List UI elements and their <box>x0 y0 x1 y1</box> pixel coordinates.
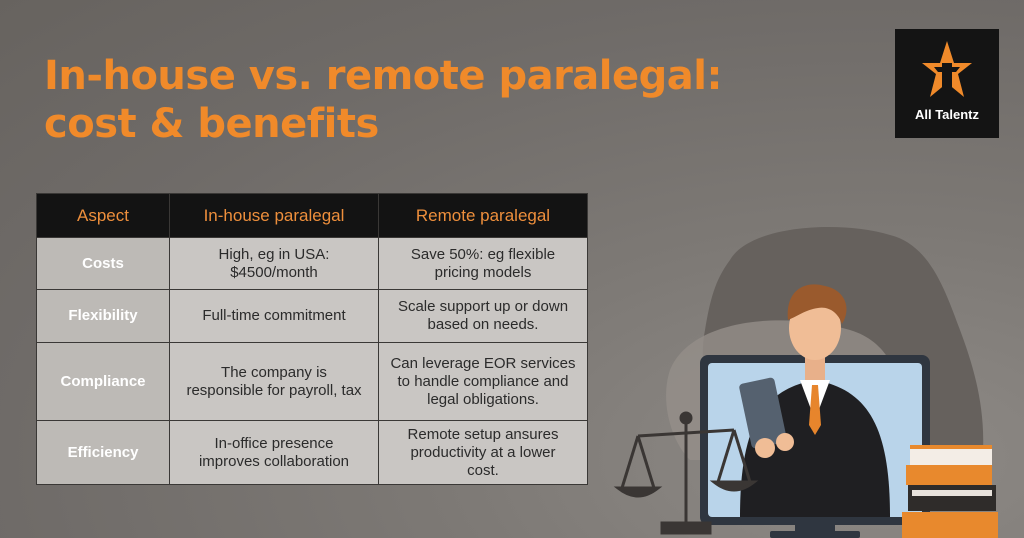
cell-line: pricing models <box>434 263 532 281</box>
cell-line: based on needs. <box>427 316 539 333</box>
title-line-2: cost & benefits <box>44 101 379 147</box>
table-row: Costs High, eg in USA: $4500/month Save … <box>36 237 588 290</box>
cell-line: to handle compliance and <box>397 372 569 390</box>
remote-cell: Remote setup ansures productivity at a l… <box>378 420 588 485</box>
aspect-cell: Efficiency <box>36 420 170 485</box>
cell-line: In-office presence <box>214 434 334 452</box>
logo-text: All Talentz <box>914 107 980 122</box>
cell-line: productivity at a lower <box>410 443 556 461</box>
cell-line: legal obligations. <box>427 390 539 408</box>
header-aspect: Aspect <box>36 193 170 238</box>
scales-of-justice-icon <box>613 411 759 535</box>
aspect-cell: Costs <box>36 237 170 290</box>
cell-line: Remote setup ansures <box>407 425 559 443</box>
title-line-1: In-house vs. remote paralegal: <box>44 53 722 99</box>
table-row: Compliance The company is responsible fo… <box>36 342 588 421</box>
remote-cell: Save 50%: eg flexible pricing models <box>378 237 588 290</box>
remote-cell: Scale support up or down based on needs. <box>378 289 588 343</box>
aspect-cell: Compliance <box>36 342 170 421</box>
cell-line: Save 50%: eg flexible <box>410 245 556 263</box>
inhouse-cell: High, eg in USA: $4500/month <box>169 237 379 290</box>
cell-line: Full-time commitment <box>202 307 346 324</box>
cell-line: High, eg in USA: <box>218 245 330 263</box>
table-header-row: Aspect In-house paralegal Remote paraleg… <box>36 193 588 238</box>
inhouse-cell: Full-time commitment <box>169 289 379 343</box>
lawyer-figure-icon <box>739 284 890 517</box>
lawyer-illustration <box>613 227 998 538</box>
cell-line: improves collaboration <box>198 452 350 470</box>
cell-line: responsible for payroll, tax <box>186 381 362 399</box>
cell-line: Can leverage EOR services <box>390 354 576 372</box>
star-figure-icon <box>922 41 972 97</box>
brand-logo: All Talentz <box>895 29 999 138</box>
inhouse-cell: The company is responsible for payroll, … <box>169 342 379 421</box>
table-row: Flexibility Full-time commitment Scale s… <box>36 289 588 343</box>
cell-line: cost. <box>467 461 499 479</box>
header-remote: Remote paralegal <box>378 193 588 238</box>
header-inhouse: In-house paralegal <box>169 193 379 238</box>
cell-line: $4500/month <box>230 263 318 281</box>
cell-line: Scale support up or down <box>397 298 569 315</box>
books-stack-icon <box>902 445 998 538</box>
page-title: In-house vs. remote paralegal: cost & be… <box>44 52 744 148</box>
comparison-table: Aspect In-house paralegal Remote paraleg… <box>36 193 588 485</box>
remote-cell: Can leverage EOR services to handle comp… <box>378 342 588 421</box>
inhouse-cell: In-office presence improves collaboratio… <box>169 420 379 485</box>
cell-line: The company is <box>221 363 327 381</box>
table-row: Efficiency In-office presence improves c… <box>36 420 588 485</box>
aspect-cell: Flexibility <box>36 289 170 343</box>
